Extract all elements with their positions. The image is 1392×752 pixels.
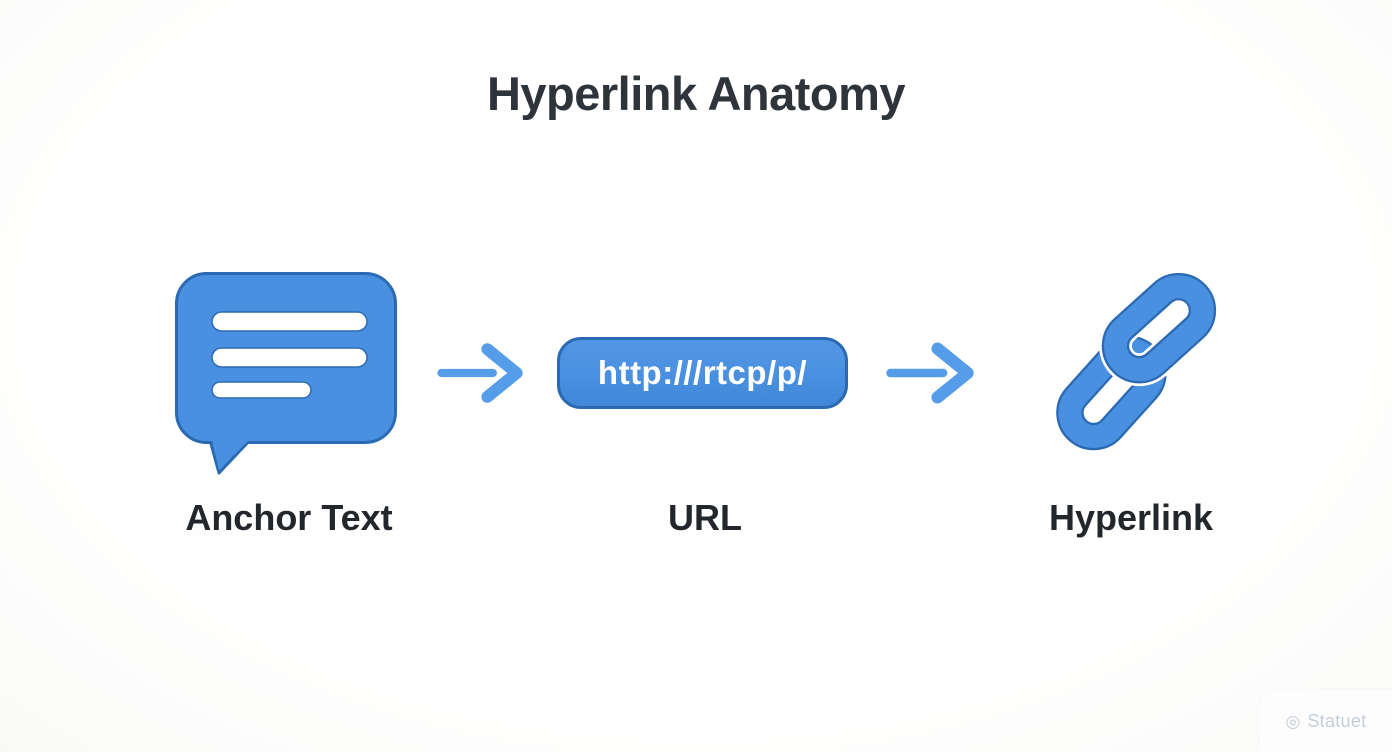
watermark: ◎ Statuet xyxy=(1260,690,1392,752)
label-url: URL xyxy=(668,497,742,538)
label-anchor-text: Anchor Text xyxy=(185,497,393,538)
chain-link-icon xyxy=(1040,256,1234,468)
speech-bubble-icon xyxy=(175,272,397,475)
label-hyperlink: Hyperlink xyxy=(1048,497,1214,538)
url-pill: http:///rtcp/p/ xyxy=(557,337,848,409)
arrow-right-icon xyxy=(884,342,976,404)
url-pill-text: http:///rtcp/p/ xyxy=(597,354,808,391)
watermark-text: Statuet xyxy=(1307,710,1367,731)
arrow-right-icon xyxy=(436,342,524,404)
page-title: Hyperlink Anatomy xyxy=(486,67,906,120)
circle-badge-icon: ◎ xyxy=(1285,711,1301,731)
